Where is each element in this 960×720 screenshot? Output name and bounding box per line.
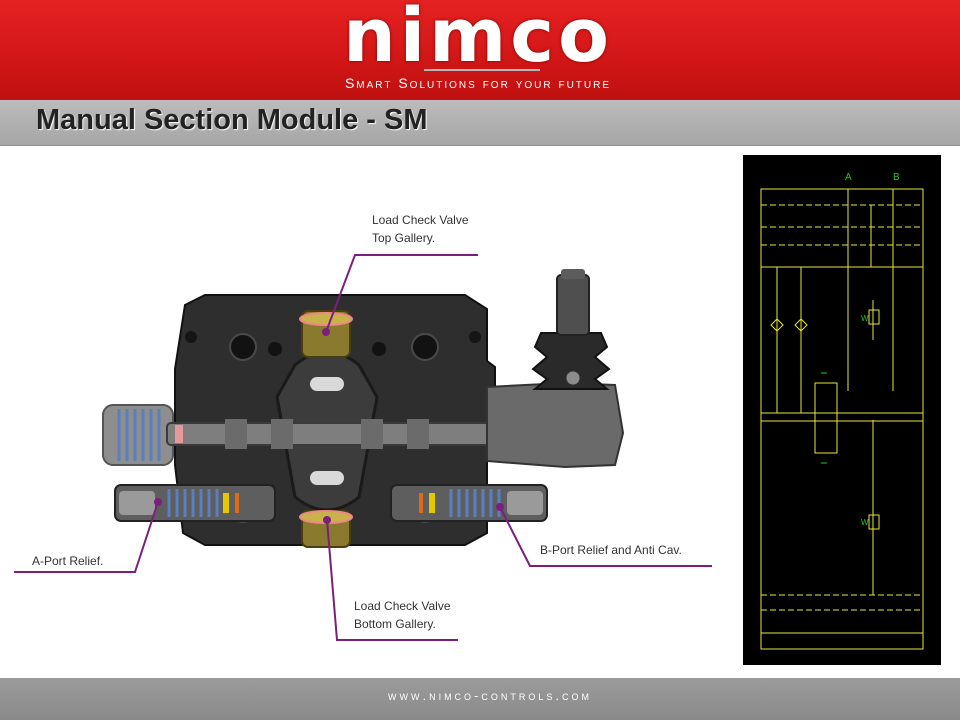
tagline: Smart Solutions for your future xyxy=(344,75,612,91)
svg-text:W: W xyxy=(861,314,869,323)
page-title: Manual Section Module - SM xyxy=(36,104,428,136)
logo-divider xyxy=(424,69,540,71)
footer-url-text[interactable]: www.nimco-controls.com xyxy=(387,688,593,703)
footer-url[interactable]: www.nimco-controls.com xyxy=(0,688,960,703)
schematic-port-b-label: B xyxy=(893,172,900,183)
valve-section-illustration: 38 xyxy=(102,269,625,548)
brand-logo: nimco xyxy=(343,0,613,79)
svg-text:W: W xyxy=(861,518,869,527)
callout-bottom-gallery-line1: Load Check Valve xyxy=(354,599,451,613)
title-bar xyxy=(0,100,960,146)
callout-top-gallery-line2: Top Gallery. xyxy=(372,231,436,245)
header-bar xyxy=(0,0,960,100)
callout-a-port-relief: A-Port Relief. xyxy=(32,554,104,568)
callout-bottom-gallery: Load Check Valve Bottom Gallery. xyxy=(354,597,451,633)
footer-bar xyxy=(0,678,960,720)
callout-b-port-relief: B-Port Relief and Anti Cav. xyxy=(540,543,682,557)
callout-top-gallery-line1: Load Check Valve xyxy=(372,213,469,227)
hydraulic-schematic: A B W W xyxy=(743,155,941,665)
callout-bottom-gallery-line2: Bottom Gallery. xyxy=(354,617,436,631)
schematic-port-a-label: A xyxy=(845,172,852,183)
callout-top-gallery: Load Check Valve Top Gallery. xyxy=(372,211,469,247)
